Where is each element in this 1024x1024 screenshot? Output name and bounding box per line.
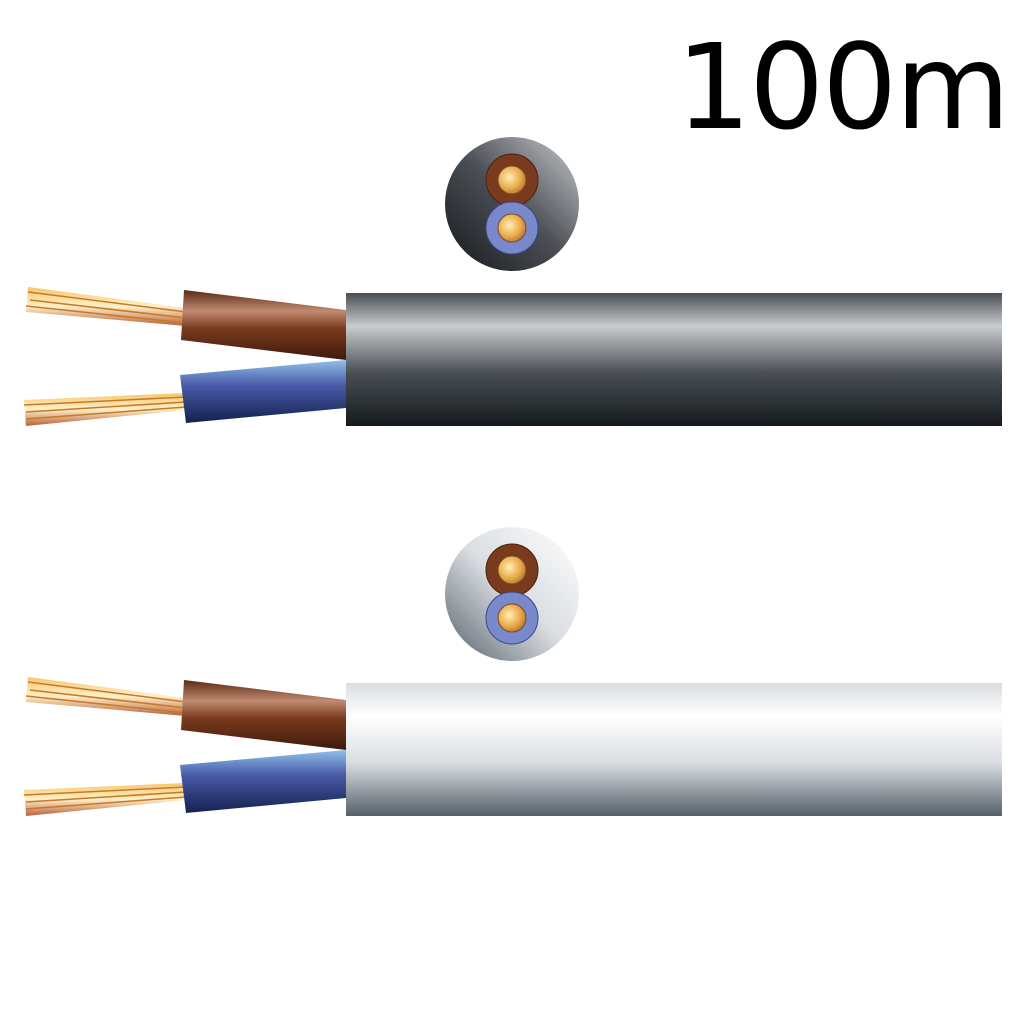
blue-wire <box>180 360 346 423</box>
copper-strands-bottom <box>23 783 187 816</box>
cable-end-view <box>445 137 579 271</box>
cable-length-label: 100m <box>676 18 1010 156</box>
cable-end-view <box>445 527 579 661</box>
black-cable <box>23 137 1002 426</box>
brown-wire <box>181 290 346 360</box>
copper-strands-top <box>25 677 187 716</box>
cable-jacket <box>346 683 1002 816</box>
white-cable <box>23 527 1002 816</box>
blue-wire <box>180 750 346 813</box>
brown-wire <box>181 680 346 750</box>
cable-jacket <box>346 293 1002 426</box>
copper-strands-top <box>25 287 187 326</box>
copper-strands-bottom <box>23 393 187 426</box>
